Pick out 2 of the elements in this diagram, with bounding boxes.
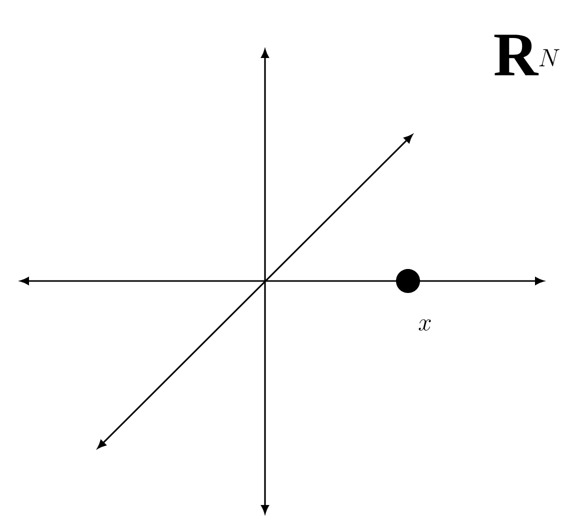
math-label: $x$ (418, 319, 431, 331)
math-label: $\mathbf{R}^N$ (494, 34, 560, 76)
